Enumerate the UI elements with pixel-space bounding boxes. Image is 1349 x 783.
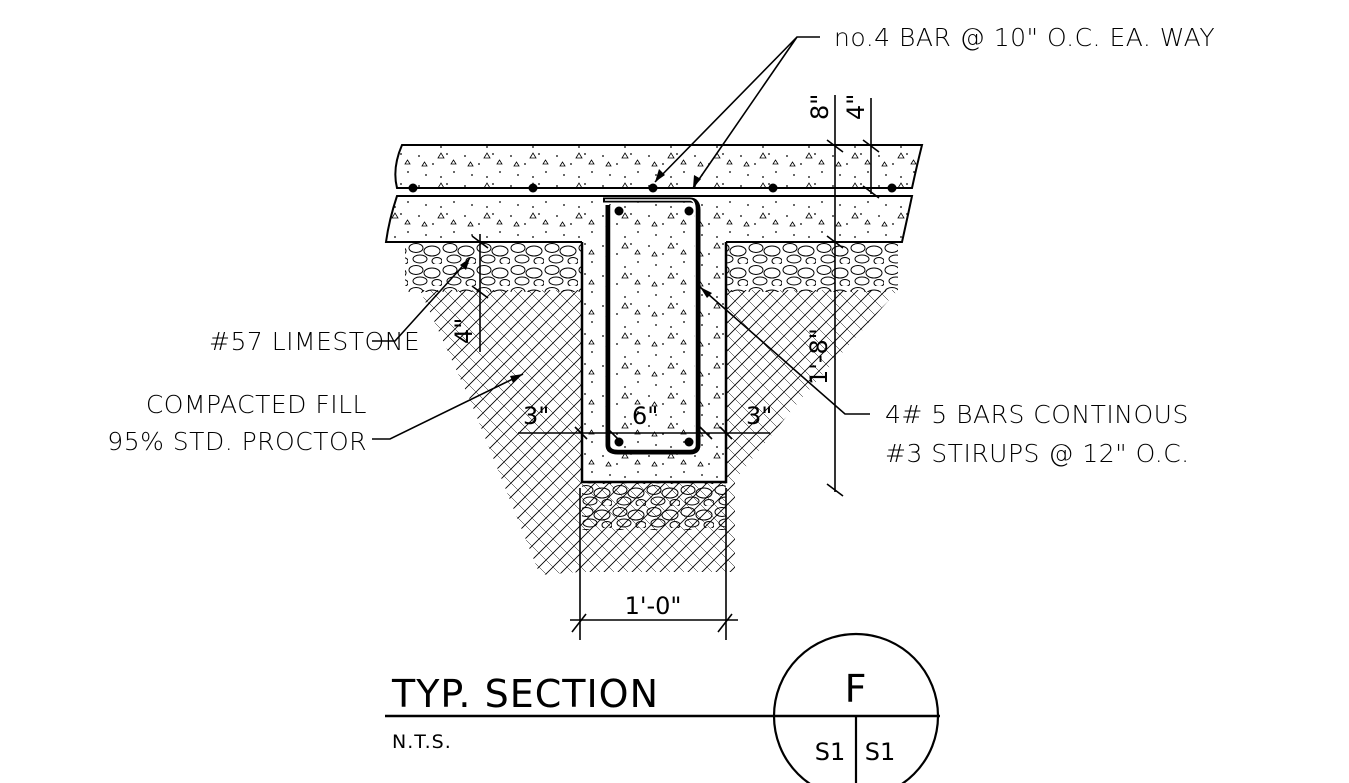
scale-note: N.T.S. <box>392 731 452 753</box>
detail-id: F <box>845 667 868 711</box>
top-bar-label: no.4 BAR @ 10" O.C. EA. WAY <box>834 23 1215 52</box>
dimension-lines <box>471 95 880 640</box>
dim-beam-depth: 1'-8" <box>805 328 833 385</box>
sheet-ref-right: S1 <box>865 738 896 766</box>
stirrup <box>603 197 701 455</box>
dim-core-width: 6" <box>632 402 658 430</box>
dim-slab-mid: 4" <box>842 94 870 120</box>
top-slab <box>394 144 924 189</box>
leader-bars <box>699 286 870 415</box>
limestone-layer-left <box>405 242 582 292</box>
dim-beam-width: 1'-0" <box>625 592 682 620</box>
dim-cover-left: 3" <box>523 402 549 430</box>
bars-label-2: #3 STIRUPS @ 12" O.C. <box>885 439 1190 468</box>
section-title: TYP. SECTION <box>391 672 659 716</box>
bars-label-1: 4# 5 BARS CONTINOUS <box>885 400 1189 429</box>
dim-stone-depth: 4" <box>450 318 478 344</box>
rebar-dots <box>408 183 897 447</box>
dim-slab-top: 8" <box>806 94 834 120</box>
limestone-under-beam <box>582 482 726 530</box>
limestone-layer-right <box>726 242 898 292</box>
fill-label-1: COMPACTED FILL <box>146 390 367 419</box>
dim-cover-right: 3" <box>746 402 772 430</box>
fill-label-2: 95% STD. PROCTOR <box>107 427 367 456</box>
sheet-ref-left: S1 <box>815 738 846 766</box>
leader-limestone <box>372 257 471 342</box>
detail-bubble <box>772 632 940 783</box>
limestone-label: #57 LIMESTONE <box>209 327 420 356</box>
leader-top-bar <box>654 36 820 189</box>
leader-fill <box>372 373 524 440</box>
